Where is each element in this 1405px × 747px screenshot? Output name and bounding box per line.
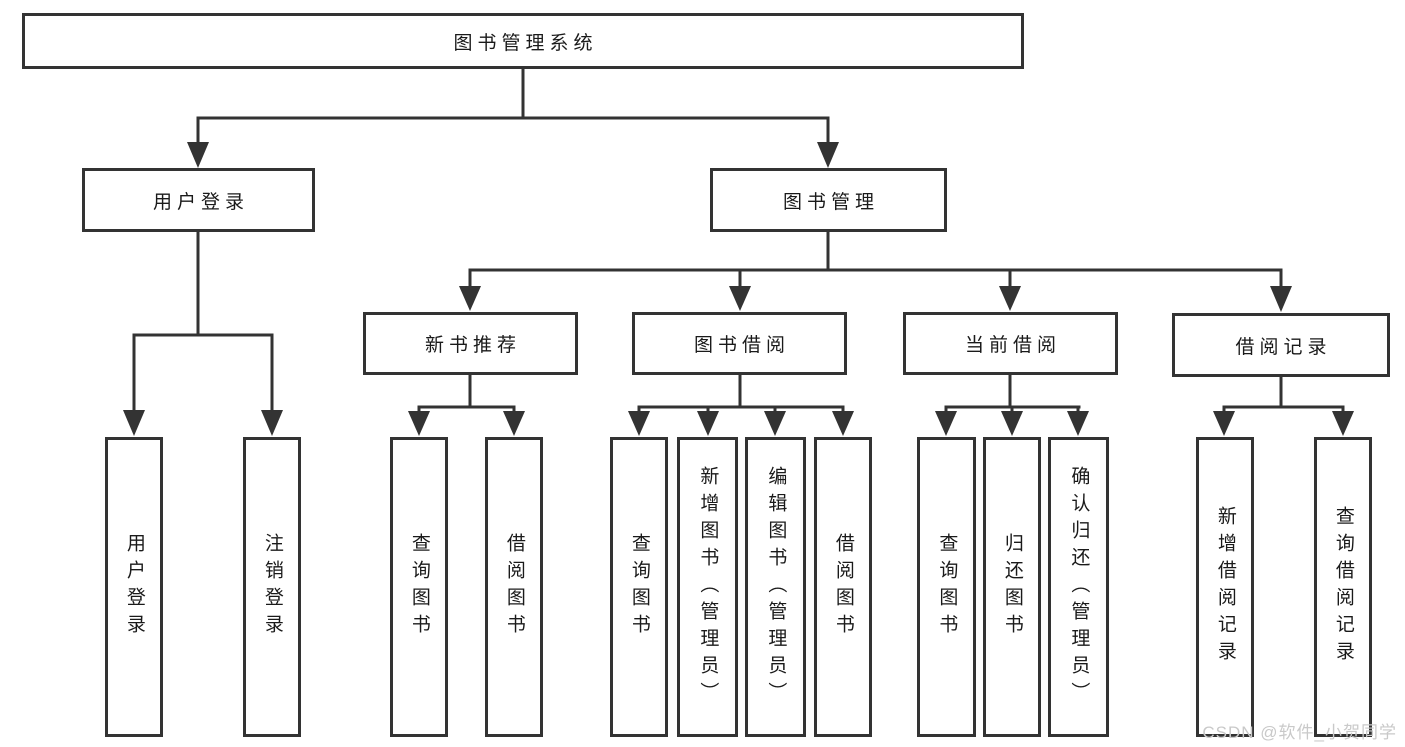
node-new-book-recommend-label: 新书推荐 [424,335,521,356]
arrowheads [123,142,1354,436]
leaf-borrow-add-books-admin: 新增图书（管理员） [677,437,738,737]
leaf-current-query-books: 查询图书 [917,437,976,737]
node-user-login-label: 用户登录 [152,191,249,213]
leaf-recommend-borrow-books: 借阅图书 [485,437,543,737]
node-current-borrow: 当前借阅 [903,312,1118,375]
node-new-book-recommend: 新书推荐 [363,312,578,375]
leaf-borrow-borrow-books-label: 借阅图书 [832,533,854,641]
leaf-borrow-edit-books-admin-label: 编辑图书（管理员） [765,465,787,709]
leaf-recommend-query-books: 查询图书 [390,437,448,737]
leaf-logout: 注销登录 [243,437,301,737]
leaf-current-confirm-return-admin: 确认归还（管理员） [1048,437,1109,737]
root-node-label: 图书管理系统 [453,32,598,54]
node-borrow-records: 借阅记录 [1172,313,1390,377]
node-book-management: 图书管理 [710,168,947,232]
leaf-recommend-borrow-books-label: 借阅图书 [503,533,525,641]
leaf-borrow-add-books-admin-label: 新增图书（管理员） [697,465,719,709]
node-current-borrow-label: 当前借阅 [964,335,1061,356]
leaf-borrow-query-books-label: 查询图书 [628,533,650,641]
leaf-records-add-record: 新增借阅记录 [1196,437,1254,737]
leaf-borrow-edit-books-admin: 编辑图书（管理员） [745,437,806,737]
node-book-management-label: 图书管理 [782,191,879,213]
leaf-borrow-borrow-books: 借阅图书 [814,437,872,737]
root-node: 图书管理系统 [22,13,1024,69]
node-book-borrow: 图书借阅 [632,312,847,375]
leaf-current-return-books-label: 归还图书 [1001,533,1023,641]
csdn-watermark: CSDN @软件_小贺同学 [1202,723,1397,742]
leaf-user-login-label: 用户登录 [123,533,145,641]
leaf-current-query-books-label: 查询图书 [936,533,958,641]
leaf-recommend-query-books-label: 查询图书 [408,533,430,641]
leaf-records-add-record-label: 新增借阅记录 [1214,506,1236,668]
leaf-user-login: 用户登录 [105,437,163,737]
leaf-current-confirm-return-admin-label: 确认归还（管理员） [1068,465,1090,709]
leaf-records-query-record: 查询借阅记录 [1314,437,1372,737]
node-book-borrow-label: 图书借阅 [693,335,790,356]
leaf-borrow-query-books: 查询图书 [610,437,668,737]
node-borrow-records-label: 借阅记录 [1235,336,1332,358]
leaf-logout-label: 注销登录 [261,533,283,641]
leaf-records-query-record-label: 查询借阅记录 [1332,506,1354,668]
node-user-login: 用户登录 [82,168,315,232]
leaf-current-return-books: 归还图书 [983,437,1041,737]
